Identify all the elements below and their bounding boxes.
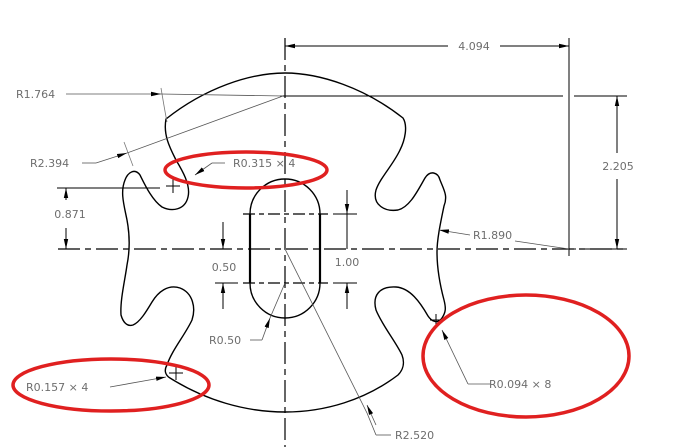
top-arc [120, 72, 447, 413]
radius-r0315: R0.315 × 4 [233, 157, 295, 170]
centerlines [58, 38, 625, 447]
dim-100-label: 1.00 [335, 256, 360, 269]
highlight-r0315 [163, 150, 329, 190]
center-slot [248, 178, 322, 319]
radius-r050: R0.50 [209, 334, 241, 347]
dimension-100: 1.00 [333, 190, 359, 309]
radius-leaders: R1.764 R2.394 R0.315 × 4 R1.890 R0.50 R2… [16, 87, 570, 442]
radius-r0157: R0.157 × 4 [26, 381, 88, 394]
radius-r1890: R1.890 [473, 229, 512, 242]
dimension-2205: 2.205 [285, 95, 634, 250]
dim-2205-label: 2.205 [602, 160, 634, 173]
dimension-4094: 4.094 [285, 38, 570, 242]
dim-4094-label: 4.094 [458, 40, 490, 53]
dim-050-label: 0.50 [212, 261, 237, 274]
highlight-r0094 [421, 293, 631, 419]
radius-r0094: R0.094 × 8 [489, 378, 551, 391]
highlight-r0157 [11, 357, 211, 413]
dimension-050: 0.50 [212, 222, 238, 309]
radius-r1764: R1.764 [16, 88, 55, 101]
radius-r2394: R2.394 [30, 157, 69, 170]
radius-r2520: R2.520 [395, 429, 434, 442]
dimension-0871: 0.871 [54, 187, 160, 249]
highlight-annotations [11, 150, 631, 419]
dim-0871-label: 0.871 [54, 208, 86, 221]
part-outline [120, 72, 447, 413]
